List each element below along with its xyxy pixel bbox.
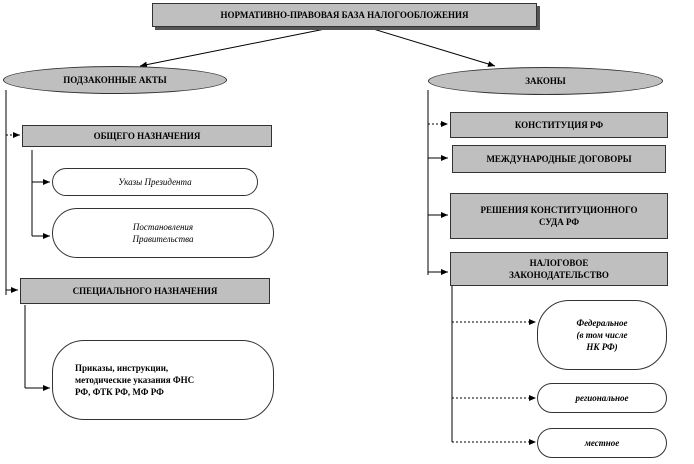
- postanovleniya-label: Постановления Правительства: [132, 221, 194, 244]
- root-label: НОРМАТИВНО-ПРАВОВАЯ БАЗА НАЛОГООБЛОЖЕНИЯ: [220, 9, 469, 20]
- laws-ellipse: ЗАКОНЫ: [428, 67, 663, 95]
- const-court-box: РЕШЕНИЯ КОНСТИТУЦИОННОГО СУДА РФ: [450, 193, 668, 239]
- special-purpose-label: СПЕЦИАЛЬНОГО НАЗНАЧЕНИЯ: [72, 285, 218, 296]
- root-box: НОРМАТИВНО-ПРАВОВАЯ БАЗА НАЛОГООБЛОЖЕНИЯ: [152, 3, 537, 27]
- treaties-label: МЕЖДУНАРОДНЫЕ ДОГОВОРЫ: [486, 153, 632, 164]
- general-purpose-label: ОБЩЕГО НАЗНАЧЕНИЯ: [93, 130, 201, 141]
- ukazy-label: Указы Президента: [118, 176, 192, 187]
- tax-legislation-label: НАЛОГОВОЕ ЗАКОНОДАТЕЛЬСТВО: [509, 257, 609, 280]
- special-purpose-box: СПЕЦИАЛЬНОГО НАЗНАЧЕНИЯ: [20, 278, 270, 304]
- local-pill: местное: [537, 428, 667, 458]
- root-to-right-arrow: [369, 27, 496, 67]
- federal-label: Федеральное (в том числе НК РФ): [576, 317, 628, 353]
- constitution-box: КОНСТИТУЦИЯ РФ: [450, 112, 668, 138]
- local-label: местное: [584, 437, 620, 448]
- bylaws-ellipse: ПОДЗАКОННЫЕ АКТЫ: [3, 66, 227, 94]
- regional-pill: региональное: [537, 383, 667, 413]
- root-to-left-arrow: [139, 27, 331, 68]
- general-purpose-box: ОБЩЕГО НАЗНАЧЕНИЯ: [22, 125, 272, 147]
- constitution-label: КОНСТИТУЦИЯ РФ: [514, 119, 604, 130]
- postanovleniya-pill: Постановления Правительства: [52, 208, 274, 258]
- orders-label: Приказы, инструкции, методические указан…: [75, 362, 195, 398]
- ukazy-pill: Указы Президента: [52, 168, 258, 196]
- regional-label: региональное: [575, 392, 629, 403]
- orders-pill: Приказы, инструкции, методические указан…: [52, 340, 274, 420]
- laws-label: ЗАКОНЫ: [525, 75, 566, 86]
- bylaws-label: ПОДЗАКОННЫЕ АКТЫ: [63, 74, 167, 85]
- treaties-box: МЕЖДУНАРОДНЫЕ ДОГОВОРЫ: [452, 145, 666, 173]
- tax-legislation-box: НАЛОГОВОЕ ЗАКОНОДАТЕЛЬСТВО: [450, 252, 668, 286]
- const-court-label: РЕШЕНИЯ КОНСТИТУЦИОННОГО СУДА РФ: [480, 204, 638, 227]
- federal-pill: Федеральное (в том числе НК РФ): [537, 300, 667, 370]
